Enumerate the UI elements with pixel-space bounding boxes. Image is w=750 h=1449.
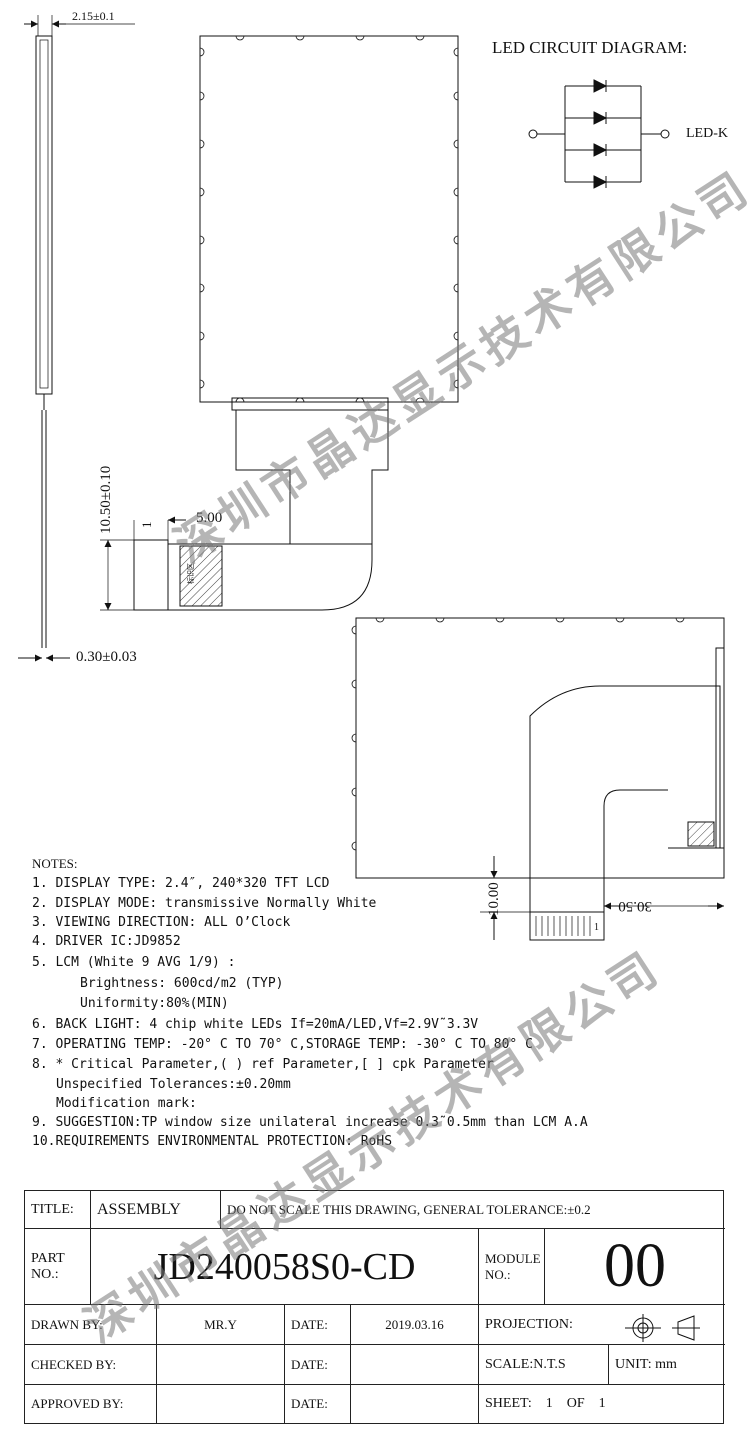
drawn-date-label: DATE: [285, 1305, 351, 1345]
led-k-label: LED-K [686, 126, 728, 141]
approved-by-value [157, 1385, 285, 1423]
fpc-offset-dim: 5.00 [196, 510, 223, 526]
part-label-1: PART [31, 1250, 65, 1266]
stiffener-width-dim: 1 [139, 521, 154, 529]
led-diagram-title: LED CIRCUIT DIAGRAM: [492, 38, 688, 57]
pin-one-mark: 1 [594, 922, 599, 933]
projection-label: PROJECTION: [479, 1305, 725, 1345]
sheet-info: SHEET: 1 OF 1 [479, 1385, 725, 1423]
checked-by-value [157, 1345, 285, 1385]
note-item: Uniformity:80%(MIN) [80, 996, 229, 1011]
back-view [351, 617, 725, 941]
sheet-number: 1 [545, 1396, 553, 1411]
checked-by-label: CHECKED BY: [25, 1345, 157, 1385]
scale-label: SCALE:N.T.S [479, 1345, 609, 1385]
side-view [18, 15, 135, 662]
note-item: 3. VIEWING DIRECTION: ALL O’Clock [32, 915, 291, 930]
note-item: Brightness: 600cd/m2 (TYP) [80, 976, 284, 991]
note-item: 9. SUGGESTION:TP window size unilateral … [32, 1115, 588, 1130]
approved-date-label: DATE: [285, 1385, 351, 1423]
front-view-top [100, 35, 459, 611]
part-number: JD240058S0-CD [91, 1229, 479, 1305]
tolerance-note: DO NOT SCALE THIS DRAWING, GENERAL TOLER… [221, 1191, 725, 1229]
sheet-label: SHEET: [485, 1396, 532, 1411]
module-label-2: NO.: [485, 1266, 511, 1282]
projection-symbol [625, 1314, 700, 1342]
module-label: MODULE NO.: [479, 1229, 545, 1305]
note-item: 1. DISPLAY TYPE: 2.4″, 240*320 TFT LCD [32, 876, 330, 891]
drawn-by-value: MR.Y [157, 1305, 285, 1345]
checked-date-value [351, 1345, 479, 1385]
module-label-1: MODULE [485, 1250, 541, 1266]
fpc-thickness-dim: 0.30±0.03 [76, 649, 137, 665]
approved-by-label: APPROVED BY: [25, 1385, 157, 1423]
unit-label: UNIT: mm [609, 1345, 725, 1385]
drawn-by-label: DRAWN BY: [25, 1305, 157, 1345]
note-item: 5. LCM (White 9 AVG 1/9) : [32, 955, 236, 970]
thickness-dim: 2.15±0.1 [72, 9, 115, 23]
note-item: 4. DRIVER IC:JD9852 [32, 934, 181, 949]
title-block: TITLE: ASSEMBLY DO NOT SCALE THIS DRAWIN… [24, 1190, 725, 1424]
part-label: PART NO.: [25, 1229, 91, 1305]
title-label: TITLE: [25, 1191, 91, 1229]
fpc-length-dim: 10.50±0.10 [98, 465, 114, 534]
led-circuit [528, 79, 670, 189]
bottom-height-dim: 10.00 [486, 882, 502, 916]
note-item: 7. OPERATING TEMP: -20° C TO 70° C,STORA… [32, 1037, 533, 1052]
note-item: 2. DISPLAY MODE: transmissive Normally W… [32, 896, 377, 911]
module-number: 00 [545, 1229, 725, 1305]
note-item: 10.REQUIREMENTS ENVIRONMENTAL PROTECTION… [32, 1134, 393, 1149]
sheet-total: 1 [598, 1396, 606, 1411]
sheet-of: OF [566, 1396, 585, 1411]
part-label-2: NO.: [31, 1266, 59, 1282]
note-item: Modification mark: [56, 1096, 197, 1111]
note-item: Unspecified Tolerances:±0.20mm [56, 1077, 291, 1092]
drawn-date-value: 2019.03.16 [351, 1305, 479, 1345]
notes-heading: NOTES: [32, 856, 78, 871]
bottom-width-dim: 30.50 [618, 898, 652, 914]
approved-date-value [351, 1385, 479, 1423]
checked-date-label: DATE: [285, 1345, 351, 1385]
title-value: ASSEMBLY [91, 1191, 221, 1229]
note-item: 8. * Critical Parameter,( ) ref Paramete… [32, 1057, 494, 1072]
note-item: 6. BACK LIGHT: 4 chip white LEDs If=20mA… [32, 1017, 479, 1032]
